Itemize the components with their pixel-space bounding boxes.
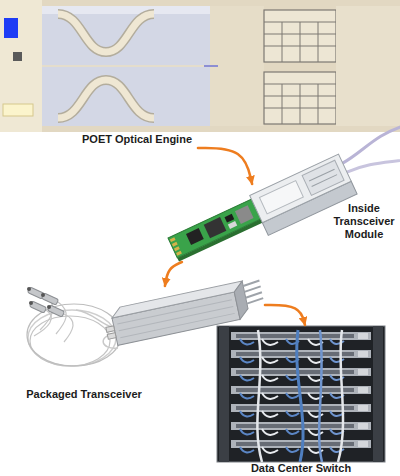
illustration-node: Packaged Transceiver — [25, 286, 265, 405]
optical-engine-chip — [42, 65, 210, 67]
packaged-transceiver — [34, 310, 51, 336]
data-center-switch-photo — [338, 330, 343, 462]
optical-engine-chip — [300, 84, 301, 124]
caption-label: Inside Transceiver Module — [332, 202, 396, 241]
transceiver-module — [339, 125, 400, 164]
illustration-node: Inside Transceiver Module — [160, 184, 398, 262]
optical-engine-chip — [4, 18, 18, 38]
optical-engine-chip — [0, 0, 42, 132]
optical-engine-chip — [282, 84, 283, 124]
transceiver-module — [309, 169, 334, 181]
optical-engine-chip — [0, 0, 400, 132]
data-center-switch-photo — [217, 326, 385, 462]
optical-engine-chip — [204, 65, 218, 67]
optical-engine-chip — [0, 0, 400, 132]
caption-label: Data Center Switch — [215, 462, 387, 475]
transceiver-module — [302, 160, 344, 195]
transceiver-module — [168, 197, 266, 258]
data-center-switch-photo — [257, 330, 262, 462]
optical-engine-chip — [3, 104, 33, 116]
optical-engine-chip — [58, 14, 154, 52]
packaged-transceiver — [30, 316, 110, 366]
illustration-node: Data Center Switch — [215, 325, 387, 476]
optical-engine-chip — [42, 6, 210, 126]
transceiver-module — [177, 217, 268, 262]
packaged-transceiver — [107, 333, 116, 340]
transceiver-module — [228, 221, 237, 229]
curved-arrow — [165, 262, 182, 286]
caption-label: POET Optical Engine — [78, 133, 196, 146]
curved-arrow — [265, 305, 305, 325]
transceiver-module — [166, 121, 400, 274]
transceiver-module — [224, 214, 234, 223]
packaged-transceiver — [106, 326, 115, 333]
illustration-node: POET Optical Engine — [0, 0, 400, 148]
transceiver-module — [186, 228, 204, 245]
transceiver-module — [174, 246, 180, 251]
optical-engine-chip — [300, 22, 301, 62]
transceiver-module — [347, 139, 400, 188]
data-center-switch-photo — [231, 368, 371, 381]
transceiver-module — [259, 181, 303, 214]
packaged-transceiver — [119, 307, 233, 331]
packaged-transceiver — [64, 314, 73, 342]
optical-engine-chip — [210, 6, 264, 126]
data-center-switch-photo — [373, 326, 383, 462]
optical-engine-chip — [58, 80, 154, 118]
optical-engine-chip — [13, 52, 22, 61]
packaged-transceiver — [47, 305, 64, 317]
packaged-transceiver — [27, 287, 31, 291]
packaged-transceiver — [247, 298, 264, 303]
optical-engine-chip — [318, 22, 319, 62]
packaged-transceiver — [27, 304, 121, 366]
data-center-switch-photo — [231, 350, 371, 363]
transceiver-module — [176, 251, 182, 256]
optical-engine-chip — [282, 22, 283, 62]
packaged-transceiver — [110, 281, 244, 318]
optical-engine-chip — [264, 72, 336, 124]
data-center-switch-photo — [297, 330, 303, 462]
optical-engine-chip — [336, 6, 400, 126]
packaged-transceiver — [243, 281, 260, 286]
packaged-transceiver — [117, 300, 231, 324]
optical-engine-chip — [58, 14, 154, 52]
transceiver-module — [172, 242, 178, 247]
transceiver-module — [250, 154, 351, 223]
packaged-transceiver — [47, 305, 51, 309]
packaged-transceiver — [29, 301, 46, 313]
data-center-switch-photo — [231, 332, 371, 345]
packaged-transceiver — [76, 310, 114, 328]
packaged-transceiver — [29, 301, 33, 305]
data-center-switch-photo — [217, 326, 385, 462]
transceiver-module — [204, 217, 227, 238]
curved-arrow — [198, 148, 252, 184]
packaged-transceiver — [41, 293, 58, 305]
optical-engine-chip — [264, 10, 336, 62]
caption-label: Packaged Transceiver — [25, 388, 143, 401]
optical-engine-chip — [318, 84, 319, 124]
optical-engine-chip — [264, 10, 336, 62]
transceiver-module — [312, 175, 337, 187]
packaged-transceiver — [245, 292, 262, 297]
packaged-transceiver — [56, 302, 66, 334]
packaged-transceiver — [41, 293, 45, 297]
packaged-transceiver — [244, 286, 261, 291]
optical-engine-chip — [264, 72, 336, 124]
data-center-switch-photo — [319, 330, 322, 462]
optical-engine-chip — [58, 80, 154, 118]
transceiver-module — [235, 205, 254, 224]
data-center-switch-photo — [231, 422, 371, 435]
transceiver-module — [170, 237, 176, 242]
packaged-transceiver — [232, 281, 249, 319]
data-center-switch-photo — [219, 326, 229, 462]
